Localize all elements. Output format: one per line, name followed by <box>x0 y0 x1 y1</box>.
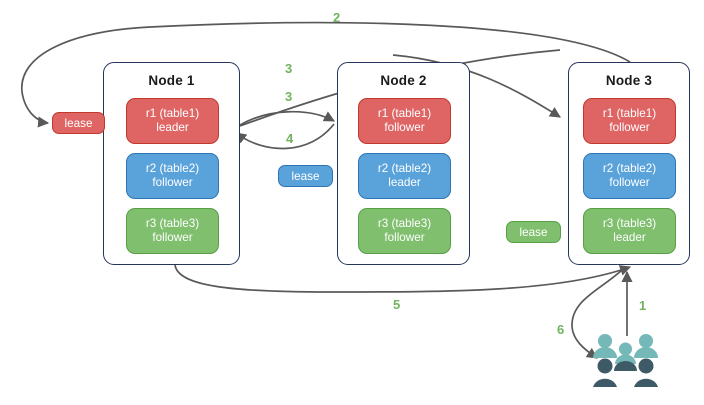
replica-node-1-r1[interactable]: r1 (table1) leader <box>126 98 219 144</box>
node-title-node-2: Node 2 <box>380 73 427 88</box>
lease-chip-blue[interactable]: lease <box>278 165 333 187</box>
replica-range-label: r1 (table1) <box>377 106 432 120</box>
replica-node-1-r3[interactable]: r3 (table3) follower <box>126 208 219 254</box>
node-box-node-1[interactable]: Node 1 r1 (table1) leader r2 (table2) fo… <box>103 62 240 265</box>
replica-range-label: r3 (table3) <box>145 216 200 230</box>
people-icon <box>593 334 658 387</box>
edge-label-2: 2 <box>333 10 341 25</box>
replica-range-label: r2 (table2) <box>602 161 657 175</box>
lease-chip-green[interactable]: lease <box>506 221 561 243</box>
replica-role-label: follower <box>152 176 193 189</box>
replica-role-label: leader <box>156 121 189 134</box>
edge-label-1: 1 <box>639 298 647 313</box>
replica-range-label: r2 (table2) <box>377 161 432 175</box>
replica-role-label: leader <box>388 176 421 189</box>
lease-chip-label: lease <box>64 116 93 130</box>
replica-node-2-r2[interactable]: r2 (table2) leader <box>358 153 451 199</box>
replica-role-label: follower <box>152 231 193 244</box>
replica-node-2-r3[interactable]: r3 (table3) follower <box>358 208 451 254</box>
replica-role-label: follower <box>384 231 425 244</box>
replica-range-label: r1 (table1) <box>145 106 200 120</box>
replica-role-label: follower <box>384 121 425 134</box>
replica-role-label: follower <box>609 121 650 134</box>
node-title-node-1: Node 1 <box>148 73 195 88</box>
node-box-node-3[interactable]: Node 3 r1 (table1) follower r2 (table2) … <box>568 62 690 265</box>
replica-node-3-r3[interactable]: r3 (table3) leader <box>583 208 676 254</box>
replica-node-2-r1[interactable]: r1 (table1) follower <box>358 98 451 144</box>
replica-role-label: follower <box>609 176 650 189</box>
edge-label-5: 5 <box>393 297 401 312</box>
edge-4-path <box>235 123 335 150</box>
edge-label-4: 4 <box>286 131 294 146</box>
edge-3-lower-path <box>239 110 335 126</box>
replica-range-label: r2 (table2) <box>145 161 200 175</box>
replica-node-3-r2[interactable]: r2 (table2) follower <box>583 153 676 199</box>
replica-node-3-r1[interactable]: r1 (table1) follower <box>583 98 676 144</box>
replica-node-1-r2[interactable]: r2 (table2) follower <box>126 153 219 199</box>
edge-label-3-upper: 3 <box>285 61 293 76</box>
node-box-node-2[interactable]: Node 2 r1 (table1) follower r2 (table2) … <box>337 62 470 265</box>
edge-5-path <box>174 264 632 293</box>
edge-label-3-lower: 3 <box>285 89 293 104</box>
replica-range-label: r3 (table3) <box>602 216 657 230</box>
lease-chip-label: lease <box>519 225 548 239</box>
replica-range-label: r1 (table1) <box>602 106 657 120</box>
edge-label-6: 6 <box>557 322 565 337</box>
lease-chip-red[interactable]: lease <box>52 112 105 134</box>
replica-role-label: leader <box>613 231 646 244</box>
node-title-node-3: Node 3 <box>605 73 653 88</box>
lease-chip-label: lease <box>291 169 320 183</box>
replica-range-label: r3 (table3) <box>377 216 432 230</box>
